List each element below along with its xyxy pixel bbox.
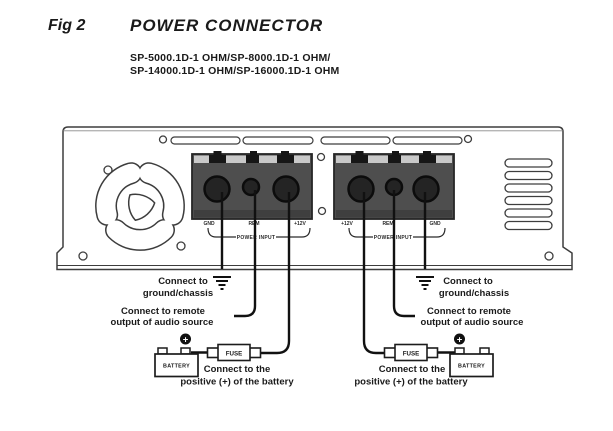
battery-left: + [154, 333, 199, 378]
vent-slot [504, 170, 553, 181]
vent-slot [504, 208, 553, 218]
side-vent-slots [504, 158, 553, 231]
ground-symbol-icon-right [416, 276, 434, 290]
terminal-gnd-left [203, 175, 231, 203]
terminal-label-gnd-right: GND [429, 221, 441, 227]
remote-callout-left-line1: Connect to remote [121, 306, 205, 317]
model-list-line2: SP-14000.1D-1 OHM/SP-16000.1D-1 OHM [130, 65, 340, 77]
vent-slot [170, 136, 241, 145]
wire-12v-left [261, 192, 291, 355]
wiring [191, 190, 456, 355]
fuse-label-right: FUSE [403, 351, 420, 358]
vent-slot [392, 136, 463, 145]
svg-text:+: + [183, 335, 189, 346]
wire-rem-left [234, 190, 257, 318]
screw-icon [544, 251, 554, 261]
terminal-label-12v-left: +12V [294, 221, 306, 227]
ground-callout-left-line1: Connect to [158, 276, 208, 287]
terminal-12v-right [347, 175, 375, 203]
terminal-label-12v-right: +12V [341, 221, 353, 227]
battery-label-left: BATTERY [163, 364, 190, 370]
panel-screws [78, 134, 554, 261]
battery-callout-right-line1: Connect to the [379, 364, 446, 375]
vent-slot [504, 195, 553, 206]
battery-label-right: BATTERY [458, 364, 485, 370]
terminal-12v-left [272, 175, 300, 203]
battery-plus-icon-right [454, 333, 465, 345]
model-list-line1: SP-5000.1D-1 OHM/SP-8000.1D-1 OHM/ [130, 52, 331, 64]
svg-text:+: + [457, 335, 463, 346]
power-connector-block-left [191, 151, 313, 220]
power-input-bracket-right [348, 227, 446, 238]
vent-slot [504, 183, 553, 193]
fuse-right [383, 343, 439, 362]
screw-icon [176, 241, 186, 251]
power-input-bracket-left [207, 227, 311, 238]
remote-callout-right-line1: Connect to remote [427, 306, 511, 317]
screw-icon [317, 206, 327, 216]
wire-12v-right [362, 192, 385, 355]
screw-icon [158, 135, 168, 144]
amplifier-rear-panel: GND REM +12V POWER INPUT +12V REM GND [56, 126, 573, 271]
remote-callout-left-line2: output of audio source [111, 317, 214, 328]
terminal-label-rem-right: REM [382, 221, 393, 227]
battery-right: + [449, 333, 494, 378]
ground-symbol-icon-left [213, 276, 231, 290]
vent-slot [242, 136, 314, 145]
screw-icon [463, 134, 473, 144]
screw-icon [78, 251, 88, 261]
vent-slot [504, 220, 553, 231]
ground-callout-left-line2: ground/chassis [143, 288, 213, 299]
fan-icon [95, 162, 185, 251]
fuse-left [206, 343, 262, 362]
top-vent-slots [170, 136, 463, 145]
fuse-label-left: FUSE [226, 351, 243, 358]
ground-callout-right-line2: ground/chassis [439, 288, 509, 299]
battery-callout-left-line2: positive (+) of the battery [180, 377, 294, 388]
terminal-rem-left [241, 177, 261, 197]
screw-icon [316, 152, 326, 162]
figure-title: POWER CONNECTOR [130, 16, 323, 35]
battery-callout-right-line2: positive (+) of the battery [354, 377, 468, 388]
vent-slot [320, 136, 391, 145]
ground-callout-right-line1: Connect to [443, 276, 493, 287]
vent-slot [504, 158, 553, 168]
figure-label: Fig 2 [48, 17, 85, 34]
screw-icon [103, 165, 113, 175]
fan-hub [127, 193, 156, 222]
terminal-label-gnd-left: GND [203, 221, 215, 227]
battery-callout-left-line1: Connect to the [204, 364, 271, 375]
wire-rem-right [392, 190, 415, 318]
remote-callout-right-line2: output of audio source [421, 317, 524, 328]
battery-plus-icon-left [180, 333, 191, 345]
